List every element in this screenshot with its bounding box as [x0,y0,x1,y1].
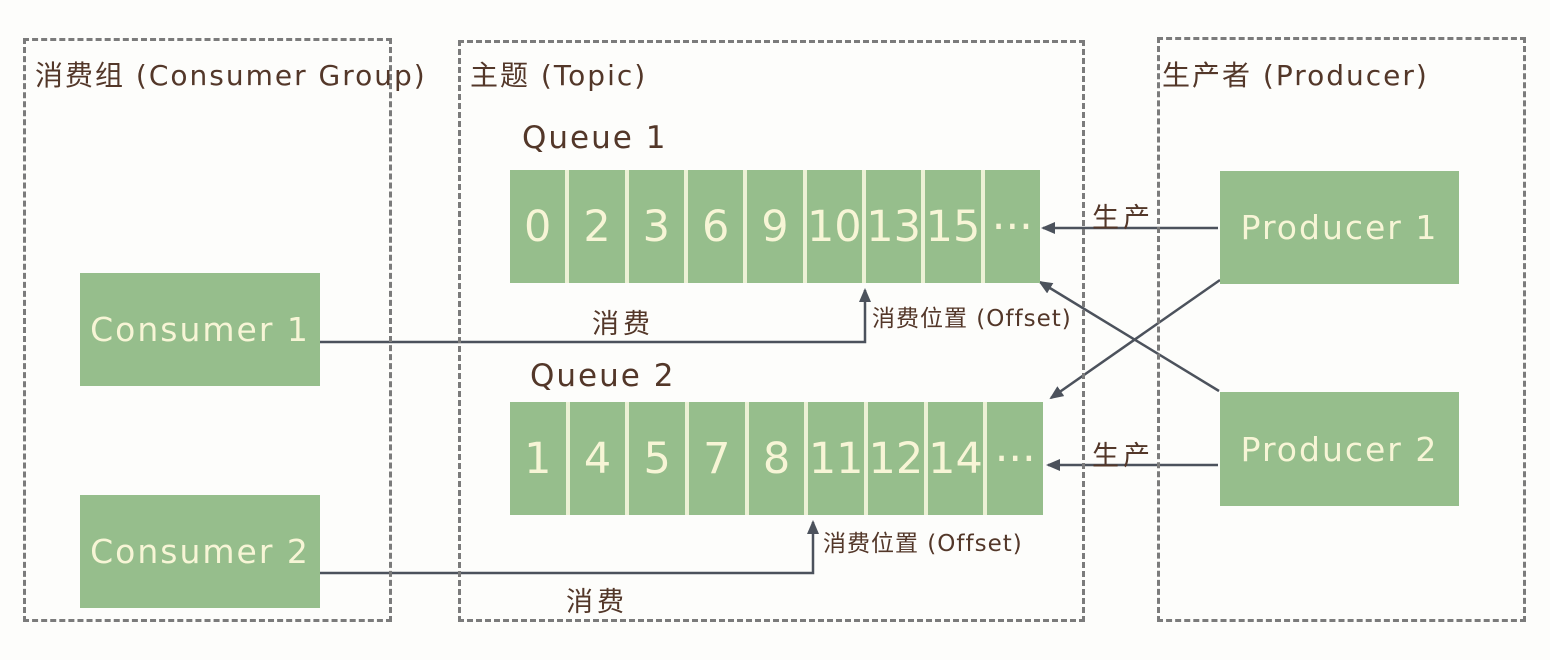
queue-cell: 11 [804,402,864,515]
queue-cell: 7 [685,402,745,515]
topic-title: 主题 (Topic) [470,59,648,92]
consumer-group-box [23,38,392,622]
queue-cell: 1 [524,433,552,484]
produce-label-2: 生产 [1092,441,1154,472]
queue-cell: 3 [624,170,684,283]
offset-label-2: 消费位置 (Offset) [823,531,1023,557]
produce-label-1: 生产 [1092,203,1154,234]
producer-1-node: Producer 1 [1220,171,1459,284]
queue-1-label: Queue 1 [522,120,668,156]
queue-cell: 4 [565,402,626,515]
queue-2-label: Queue 2 [530,358,676,394]
queue-cell: 9 [743,170,802,283]
queue-cell: 14 [923,402,984,515]
queue-cell: 13 [861,170,921,283]
queue-cell: 15 [921,170,980,283]
queue-cell: 2 [565,170,624,283]
producer-group-box [1157,37,1526,622]
consumer-group-title: 消费组 (Consumer Group) [35,59,427,92]
topic-box [458,40,1085,622]
queue-cell: ··· [980,170,1040,283]
queue-cell: 12 [864,402,924,515]
consume-label-2: 消费 [566,587,628,618]
queue-cell: 6 [683,170,743,283]
offset-label-1: 消费位置 (Offset) [872,306,1072,332]
consumer-1-node: Consumer 1 [80,273,320,386]
producer-group-title: 生产者 (Producer) [1162,59,1429,92]
consumer-2-node: Consumer 2 [80,495,320,608]
queue-cell: 5 [625,402,685,515]
queue-cell: 10 [802,170,862,283]
consume-label-1: 消费 [592,309,654,340]
queue-cell: 0 [523,201,552,252]
queue-cell: ··· [983,402,1043,515]
producer-2-node: Producer 2 [1220,392,1459,506]
queue-cell: 8 [744,402,805,515]
